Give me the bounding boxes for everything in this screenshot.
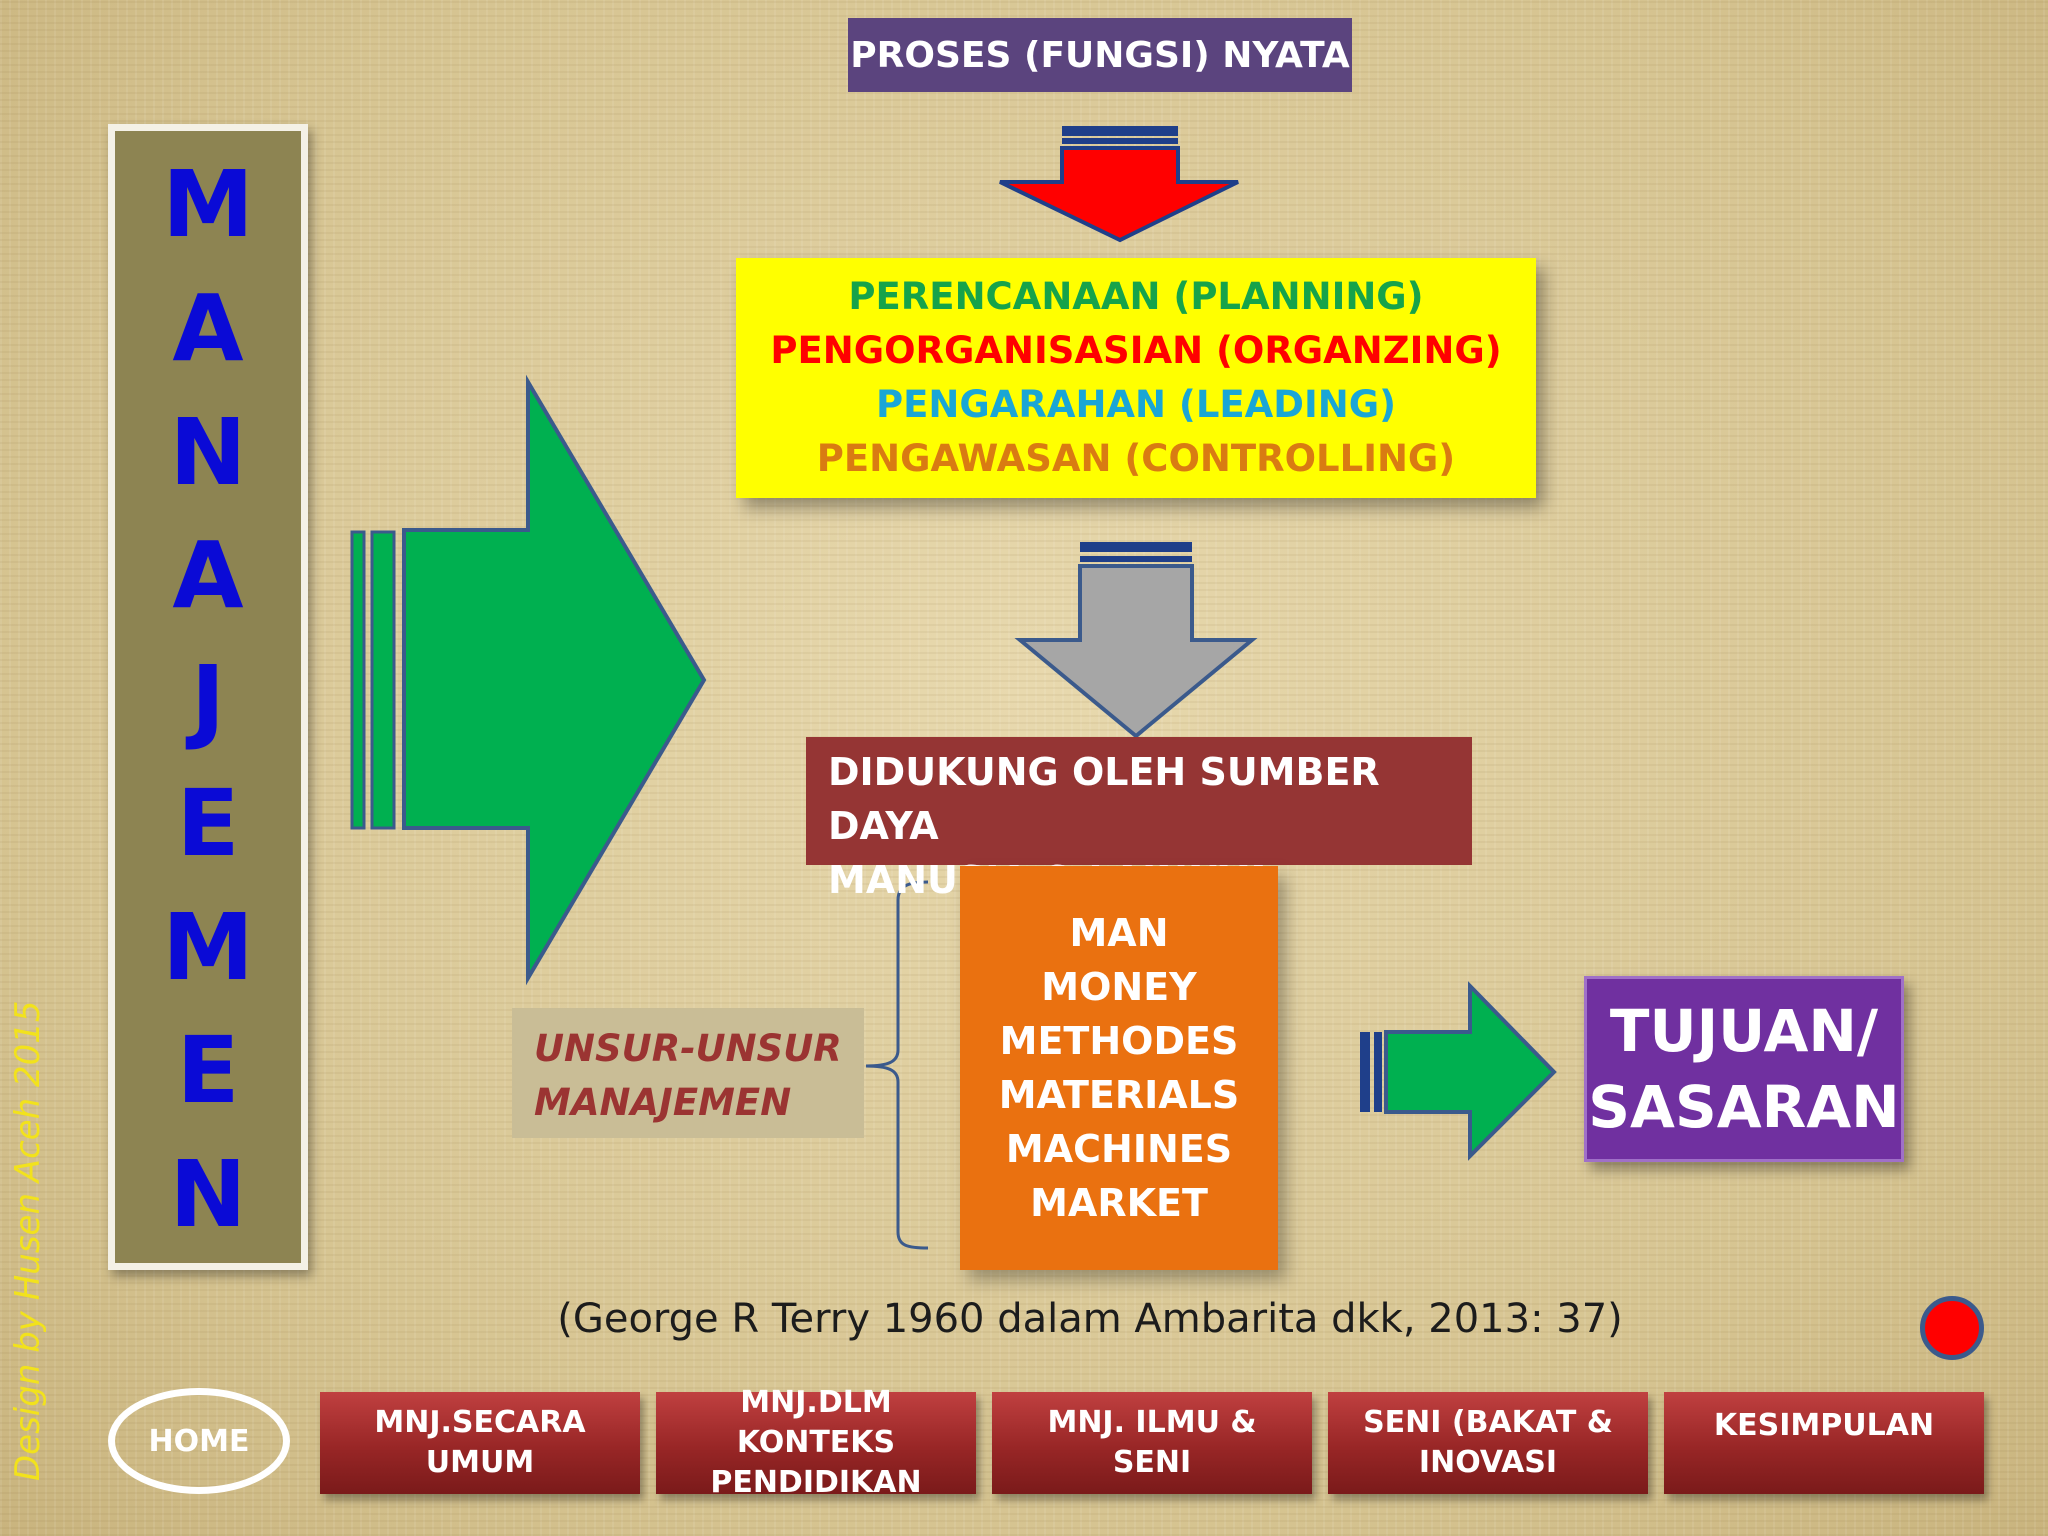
nav-label-line-2: INOVASI — [1418, 1445, 1558, 1480]
resource-item: MATERIALS — [998, 1073, 1240, 1117]
nav-label-line-2: UMUM — [425, 1445, 535, 1480]
function-planning: PERENCANAAN (PLANNING) — [848, 275, 1424, 318]
unsur-manajemen-label: UNSUR-UNSUR MANAJEMEN — [512, 1008, 864, 1138]
resource-item: METHODES — [999, 1019, 1239, 1063]
nav-label-line-1: MNJ.SECARA — [374, 1405, 586, 1440]
nav-kesimpulan-button[interactable]: KESIMPULAN — [1664, 1392, 1984, 1494]
small-green-arrow — [1360, 981, 1557, 1161]
support-line-1: DIDUKUNG OLEH SUMBER DAYA — [828, 750, 1380, 848]
resources-list-box: MAN MONEY METHODES MATERIALS MACHINES MA… — [960, 866, 1278, 1270]
nav-label-line-1: MNJ.DLM KONTEKS — [736, 1385, 896, 1460]
tujuan-sasaran-box: TUJUAN/ SASARAN — [1584, 976, 1904, 1162]
letter-m: M — [162, 893, 254, 1001]
tujuan-line-2: SASARAN — [1588, 1073, 1900, 1141]
resource-item: MACHINES — [1005, 1127, 1233, 1171]
manajemen-vertical-label: M A N A J E M E N — [108, 124, 308, 1270]
home-button[interactable]: HOME — [108, 1388, 290, 1494]
function-leading: PENGARAHAN (LEADING) — [875, 383, 1397, 426]
management-functions-box: PERENCANAAN (PLANNING) PENGORGANISASIAN … — [736, 258, 1536, 498]
nav-seni-bakat-inovasi-button[interactable]: SENI (BAKAT & INOVASI — [1328, 1392, 1648, 1494]
letter-a: A — [172, 274, 244, 382]
designer-watermark: Design by Husen Aceh 2015 — [8, 1000, 48, 1481]
letter-n: N — [169, 1141, 247, 1248]
tujuan-line-1: TUJUAN/ — [1609, 997, 1879, 1065]
brace-bracket — [865, 880, 929, 1250]
nav-mnj-ilmu-seni-button[interactable]: MNJ. ILMU & SENI — [992, 1392, 1312, 1494]
resource-item: MARKET — [1030, 1181, 1208, 1225]
resource-item: MAN — [1069, 911, 1169, 955]
nav-label-line-1: SENI (BAKAT & — [1363, 1405, 1613, 1440]
red-down-arrow — [999, 126, 1239, 243]
nav-label-line-1: KESIMPULAN — [1713, 1408, 1935, 1443]
function-controlling: PENGAWASAN (CONTROLLING) — [816, 437, 1456, 480]
red-dot-button[interactable] — [1920, 1296, 1984, 1360]
letter-e: E — [176, 1017, 240, 1125]
nav-mnj-konteks-pendidikan-button[interactable]: MNJ.DLM KONTEKS PENDIDIKAN — [656, 1385, 976, 1500]
nav-label-line-2: SENI — [1112, 1445, 1192, 1480]
resource-item: MONEY — [1041, 965, 1197, 1009]
function-organizing: PENGORGANISASIAN (ORGANZING) — [770, 329, 1502, 372]
letter-j: J — [190, 646, 226, 753]
letter-n: N — [169, 398, 247, 506]
nav-label-line-1: MNJ. ILMU & — [1047, 1405, 1257, 1440]
letter-m: M — [162, 151, 254, 258]
big-green-arrow — [350, 374, 707, 986]
citation-text: (George R Terry 1960 dalam Ambarita dkk,… — [557, 1296, 1623, 1342]
nav-mnj-secara-umum-button[interactable]: MNJ.SECARA UMUM — [320, 1392, 640, 1494]
gray-down-arrow — [1014, 542, 1258, 739]
support-resources-box: DIDUKUNG OLEH SUMBER DAYA MANUSIA & LAIN… — [806, 737, 1472, 902]
unsur-line-1: UNSUR-UNSUR — [534, 1027, 842, 1070]
letter-e: E — [176, 769, 240, 877]
letter-a: A — [172, 522, 244, 630]
unsur-line-2: MANAJEMEN — [534, 1081, 792, 1124]
nav-label-line-2: PENDIDIKAN — [710, 1465, 922, 1500]
proses-banner: PROSES (FUNGSI) NYATA — [848, 18, 1352, 92]
